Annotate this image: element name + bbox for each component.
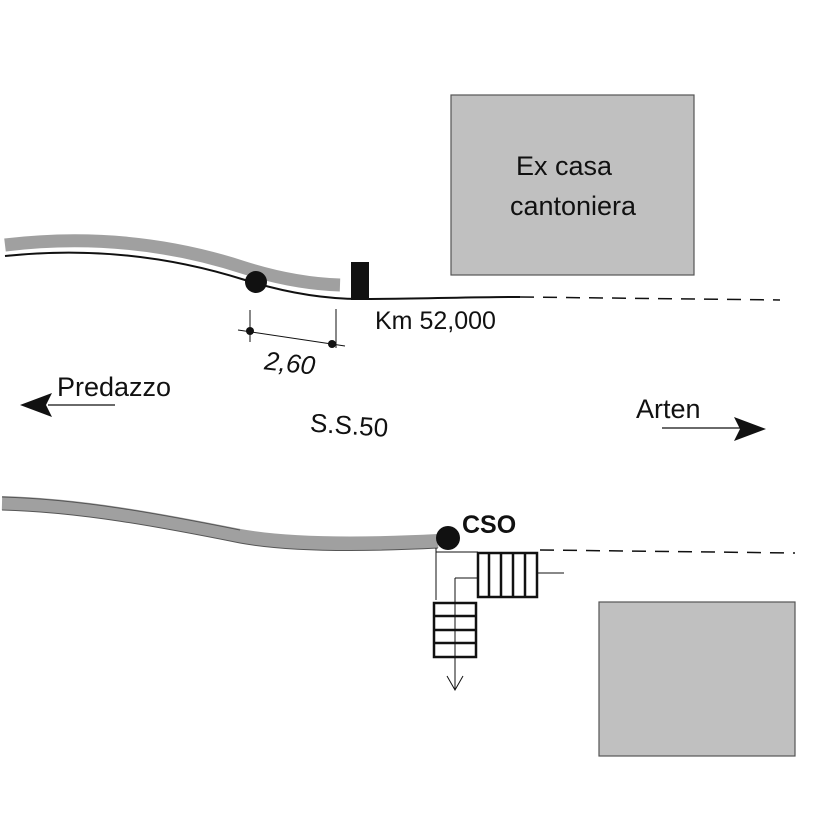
cso-label: CSO	[462, 511, 516, 539]
stairs-structure	[432, 548, 564, 692]
top-sidewalk	[4, 234, 341, 292]
top-road-edge-dashed	[519, 296, 781, 301]
building-label-line2: cantoniera	[510, 191, 637, 221]
building-label-line1: Ex casa	[516, 151, 613, 181]
direction-predazzo-label: Predazzo	[57, 372, 171, 402]
km-marker-post	[351, 262, 369, 300]
km-marker-label: Km 52,000	[375, 307, 496, 335]
top-manhole-dot	[245, 271, 267, 293]
cso-dot	[436, 526, 460, 550]
bottom-sidewalk	[1, 496, 439, 551]
building-ex-casa-cantoniera	[450, 94, 695, 276]
building-bottom-right	[598, 601, 796, 757]
direction-arten-label: Arten	[636, 394, 701, 424]
bottom-sidewalk-edge	[1, 496, 439, 552]
bottom-road-edge-dashed	[539, 549, 796, 554]
arrow-right-icon	[734, 417, 766, 441]
arrow-left-icon	[20, 393, 52, 417]
road-label: S.S.50	[309, 408, 389, 443]
dimension-annotation	[237, 309, 346, 348]
top-road-edge	[4, 251, 521, 301]
dimension-label: 2,60	[262, 345, 317, 380]
